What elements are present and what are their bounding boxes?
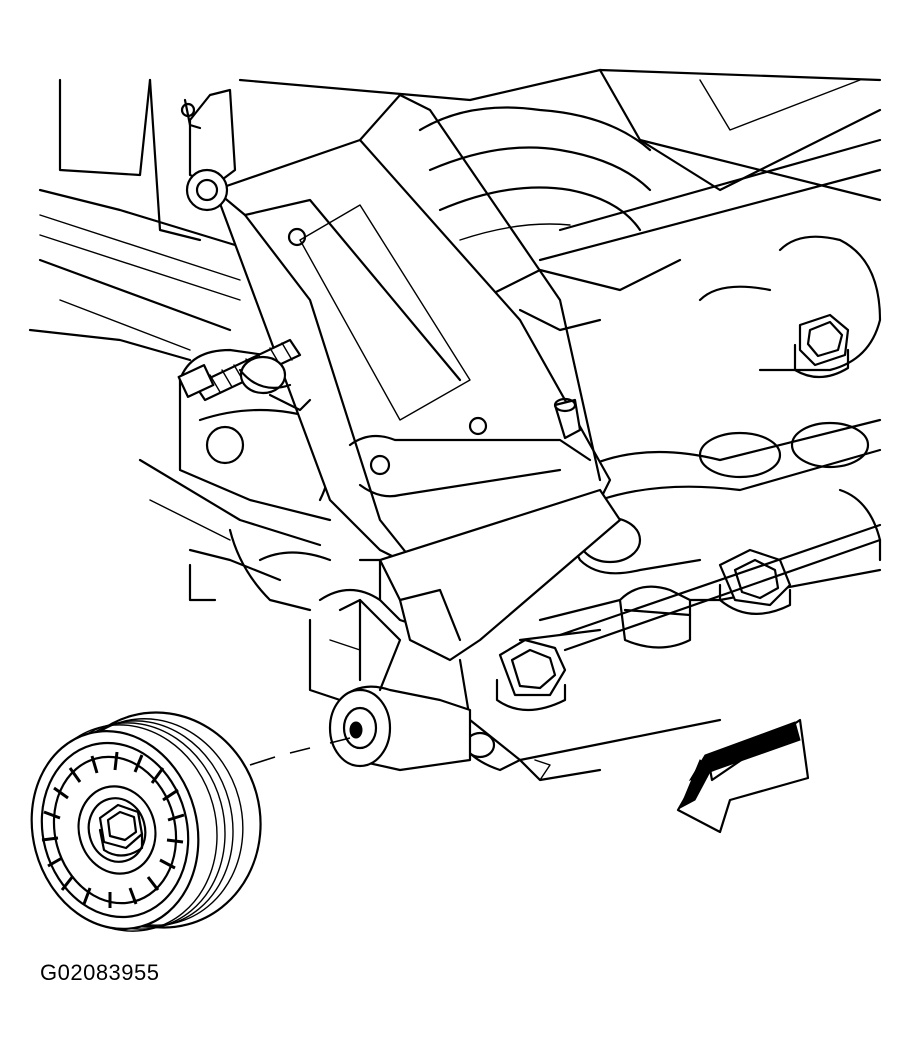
mounting-bracket (213, 93, 622, 662)
idler-pulley (30, 711, 262, 932)
direction-arrow (676, 718, 810, 834)
tensioner-adjuster-bolt (177, 338, 312, 412)
pulley-bolt (98, 803, 144, 857)
idler-pulley-mount-boss (328, 598, 472, 772)
bracket-pin (180, 88, 237, 212)
exhaust-manifold-bolts (495, 313, 882, 711)
figure-id-label: G02083955 (40, 960, 160, 985)
